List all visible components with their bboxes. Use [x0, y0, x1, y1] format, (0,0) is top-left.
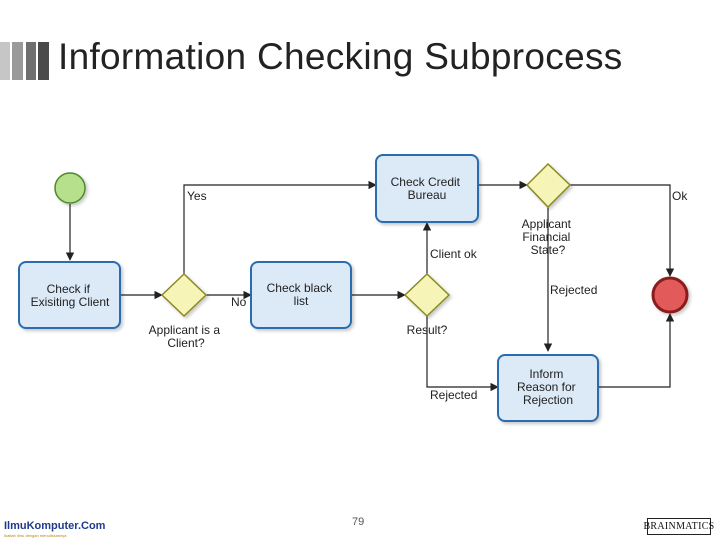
flow-gateway1-yes-to-credit: [183, 180, 377, 274]
brainmatics-logo-text: BRAINMATICS: [643, 521, 715, 532]
svg-text:Check Credit Bureau: Check Credit Bureau: [391, 175, 464, 202]
flow-label-ok: Ok: [672, 189, 688, 203]
end-event: [651, 276, 689, 314]
svg-text:Check black list: Check black list: [267, 281, 336, 308]
task-check-credit-bureau: Check Credit Bureau: [375, 154, 479, 223]
svg-text:Applicant Financial: Applicant Financial State?: [522, 217, 575, 257]
title-decoration-bar: [0, 42, 10, 80]
title-decoration-bar: [12, 42, 23, 80]
brainmatics-logo: BRAINMATICS: [643, 518, 714, 535]
task-inform-reason-for-rejection: Inform Reason for Rejection: [497, 354, 599, 422]
svg-text:Inform Reason for: Inform Reason for Rejection: [517, 367, 579, 407]
page-number: 79: [352, 516, 365, 528]
svg-text:Result?: Result?: [407, 323, 448, 337]
flow-gateway2-rejected-to-inform: [426, 316, 499, 392]
svg-text:Check if Exisiting Clien: Check if Exisiting Client: [31, 282, 110, 309]
task-check-existing-client: Check if Exisiting Client: [18, 261, 121, 329]
flow-label-client-ok: Client ok: [430, 247, 478, 261]
sequence-flows: [65, 180, 675, 392]
ilmukomputer-logo-text: IlmuKomputer.Com: [4, 520, 106, 532]
title-decoration-bar: [38, 42, 49, 80]
ilmukomputer-logo-tagline: Ikatlah ilmu dengan menuliskannya: [4, 533, 67, 538]
slide-title: Information Checking Subprocess: [58, 36, 623, 77]
gateway-applicant-is-client: Applicant is a Client?: [149, 272, 224, 350]
flow-label-rejected-result: Rejected: [430, 388, 477, 402]
ilmukomputer-logo: IlmuKomputer.Com Ikatlah ilmu dengan men…: [4, 516, 105, 538]
task-check-black-list: Check black list: [250, 261, 352, 329]
flow-label-rejected-financial: Rejected: [550, 283, 597, 297]
svg-text:Applicant is a Client?: Applicant is a Client?: [149, 323, 224, 350]
gateway-result: Result?: [403, 272, 451, 337]
flow-label-yes: Yes: [187, 189, 207, 203]
gateway-financial-state: Applicant Financial State?: [522, 162, 575, 257]
flow-label-no: No: [231, 295, 247, 309]
flow-gateway3-ok-to-end: [570, 184, 675, 277]
start-event: [54, 172, 86, 204]
flow-inform-to-end: [598, 313, 675, 388]
title-decoration-bar: [26, 42, 36, 80]
